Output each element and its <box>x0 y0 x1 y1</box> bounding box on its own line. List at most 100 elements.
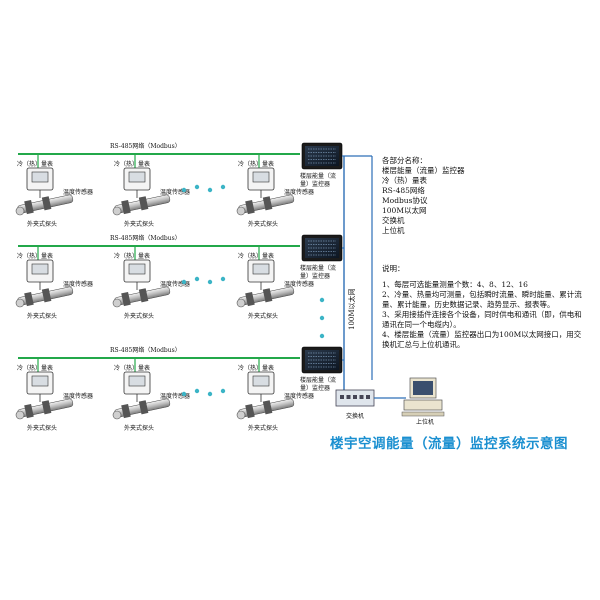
legend-item: RS-485网络 <box>382 186 425 195</box>
continuation-dot <box>220 276 226 282</box>
continuation-dot <box>207 187 213 193</box>
pipe-end <box>112 206 122 216</box>
continuation-dot <box>181 187 187 193</box>
meter-screen <box>31 263 49 275</box>
probe-clamp <box>262 400 273 415</box>
pipe-end <box>112 298 122 308</box>
continuation-dot <box>319 297 325 303</box>
continuation-dot <box>220 184 226 190</box>
note-item: 3、采用接插件连接各个设备，同时供电和通讯（即，供电和通讯在同一个电缆内）。 <box>382 310 582 329</box>
pipe-end <box>112 410 122 420</box>
meter-label: 冷（热）量表 <box>238 160 274 168</box>
probe-clamp <box>24 291 34 307</box>
meter-label: 冷（热）量表 <box>114 160 150 168</box>
legend-item: 冷（热）量表 <box>382 176 427 185</box>
temp-sensor-label: 温度传感器 <box>63 188 93 196</box>
continuation-dot <box>194 276 200 282</box>
continuation-dot <box>181 391 187 397</box>
probe-label: 外夹式探头 <box>248 424 278 432</box>
note-item: 4、楼层能量（流量）监控器出口为100M以太网接口，用交换机汇总与上位机通讯。 <box>382 330 582 349</box>
meter-label: 冷（热）量表 <box>17 252 53 260</box>
meter-label: 冷（热）量表 <box>114 364 150 372</box>
probe-clamp <box>138 196 149 211</box>
continuation-dot <box>181 279 187 285</box>
legend-item: 楼层能量（流量）监控器 <box>382 166 465 175</box>
switch-port <box>346 395 351 399</box>
meter-screen <box>31 171 49 183</box>
probe-clamp <box>121 199 131 215</box>
temp-sensor-label: 温度传感器 <box>284 188 314 196</box>
floor-group: RS-485网络（Modbus）冷（热）量表温度传感器外夹式探头冷（热）量表温度… <box>15 234 343 320</box>
temp-sensor-label: 温度传感器 <box>160 188 190 196</box>
pipe-end <box>236 298 246 308</box>
monitor-label: 楼层能量（流量）监控器 <box>300 172 336 188</box>
host-screen <box>413 381 433 395</box>
probe-clamp <box>24 199 34 215</box>
probe-clamp <box>41 196 52 211</box>
pipe-end <box>15 298 25 308</box>
ethernet-label: 100M以太网 <box>347 288 356 330</box>
continuation-dot <box>207 279 213 285</box>
pipe-end <box>15 206 25 216</box>
meter-screen <box>128 171 146 183</box>
legend-item: 交换机 <box>382 216 405 225</box>
pipe-end <box>236 410 246 420</box>
bus-label: RS-485网络（Modbus） <box>110 234 181 242</box>
probe-clamp <box>138 288 149 303</box>
host-case <box>403 399 443 411</box>
legend-item: 上位机 <box>382 226 405 235</box>
monitor-label: 楼层能量（流量）监控器 <box>300 376 336 392</box>
monitor-label: 楼层能量（流量）监控器 <box>300 264 336 280</box>
meter-label: 冷（热）量表 <box>17 364 53 372</box>
switch-port <box>353 395 357 399</box>
legend-item: 100M以太网 <box>382 206 427 215</box>
probe-clamp <box>41 400 52 415</box>
continuation-dot <box>220 388 226 394</box>
temp-sensor-label: 温度传感器 <box>63 392 93 400</box>
probe-label: 外夹式探头 <box>124 312 154 320</box>
bus-label: RS-485网络（Modbus） <box>110 346 181 354</box>
host-label: 上位机 <box>416 418 434 426</box>
switch-port <box>340 395 344 399</box>
probe-clamp <box>41 288 52 303</box>
legend-panel: 各部分名称： 楼层能量（流量）监控器 冷（热）量表 RS-485网络 Modbu… <box>382 156 582 236</box>
meter-screen <box>252 171 270 183</box>
notes-heading: 说明： <box>382 264 405 273</box>
temp-sensor-label: 温度传感器 <box>160 392 190 400</box>
legend-heading: 各部分名称： <box>382 156 427 165</box>
continuation-dot <box>194 184 200 190</box>
bus-label: RS-485网络（Modbus） <box>110 142 181 150</box>
continuation-dot <box>207 391 213 397</box>
meter-label: 冷（热）量表 <box>114 252 150 260</box>
switch-port <box>359 395 364 399</box>
continuation-dot <box>194 388 200 394</box>
probe-label: 外夹式探头 <box>248 312 278 320</box>
probe-label: 外夹式探头 <box>27 424 57 432</box>
probe-label: 外夹式探头 <box>248 220 278 228</box>
probe-label: 外夹式探头 <box>27 312 57 320</box>
probe-clamp <box>245 403 255 419</box>
meter-screen <box>128 375 146 387</box>
note-item: 1、每层可选能量测量个数：4、8、12、16 <box>382 280 528 289</box>
pipe-end <box>15 410 25 420</box>
host-keyboard <box>401 411 445 417</box>
switch-label: 交换机 <box>346 412 364 420</box>
probe-label: 外夹式探头 <box>124 220 154 228</box>
page-title: 楼宇空调能量（流量）监控系统示意图 <box>330 436 568 452</box>
meter-screen <box>31 375 49 387</box>
probe-clamp <box>121 403 131 419</box>
meter-label: 冷（热）量表 <box>17 160 53 168</box>
pipe-end <box>236 206 246 216</box>
note-item: 2、冷量、热量均可测量，包括瞬时流量、瞬时能量、累计流量、累计能量，历史数据记录… <box>382 290 582 309</box>
probe-clamp <box>262 288 273 303</box>
meter-screen <box>252 263 270 275</box>
meter-screen <box>252 375 270 387</box>
probe-clamp <box>262 196 273 211</box>
continuation-dot <box>319 315 325 321</box>
notes-panel: 说明： 1、每层可选能量测量个数：4、8、12、16 2、冷量、热量均可测量，包… <box>382 264 588 350</box>
temp-sensor-label: 温度传感器 <box>284 280 314 288</box>
probe-clamp <box>245 291 255 307</box>
